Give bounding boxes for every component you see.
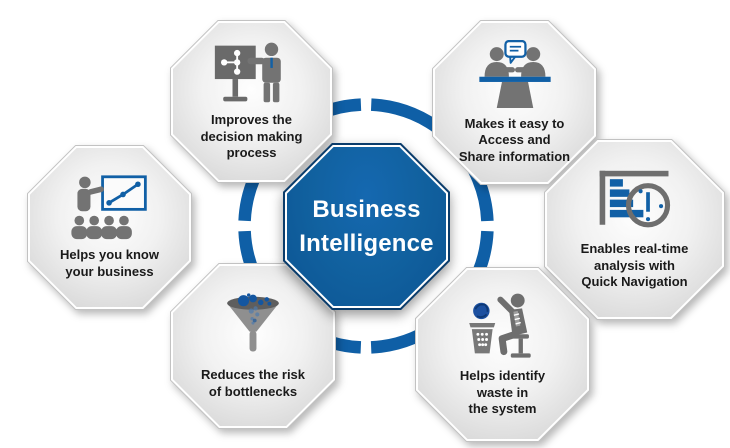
bars-clock-icon [599,170,670,228]
node-identify-waste: Helps identify waste in the system [415,267,590,442]
funnel-icon [227,293,279,352]
node-label: Reduces the risk of bottlenecks [200,366,306,399]
node-realtime-analysis: Enables real-time analysis with Quick Na… [544,139,725,320]
presenter-audience-icon [70,175,147,240]
diagram-title: Business Intelligence [299,195,434,257]
waste-disposal-icon [468,293,531,358]
node-label: Makes it easy to Access and Share inform… [458,115,571,164]
meeting-discussion-icon [478,39,551,108]
node-label: Enables real-time analysis with Quick Na… [580,241,689,290]
node-know-your-business: Helps you know your business [27,145,192,310]
presentation-board-icon [214,42,281,103]
node-label: Helps identify waste in the system [459,368,546,417]
node-label: Helps you know your business [60,247,159,279]
node-reduces-bottlenecks: Reduces the risk of bottlenecks [170,263,336,429]
node-label: Improves the decision making process [200,112,303,161]
octagon-fill [287,147,446,306]
center-node-business-intelligence: Business Intelligence [283,143,450,310]
node-easy-access-share: Makes it easy to Access and Share inform… [432,20,597,185]
node-improves-decision-making: Improves the decision making process [170,20,333,183]
